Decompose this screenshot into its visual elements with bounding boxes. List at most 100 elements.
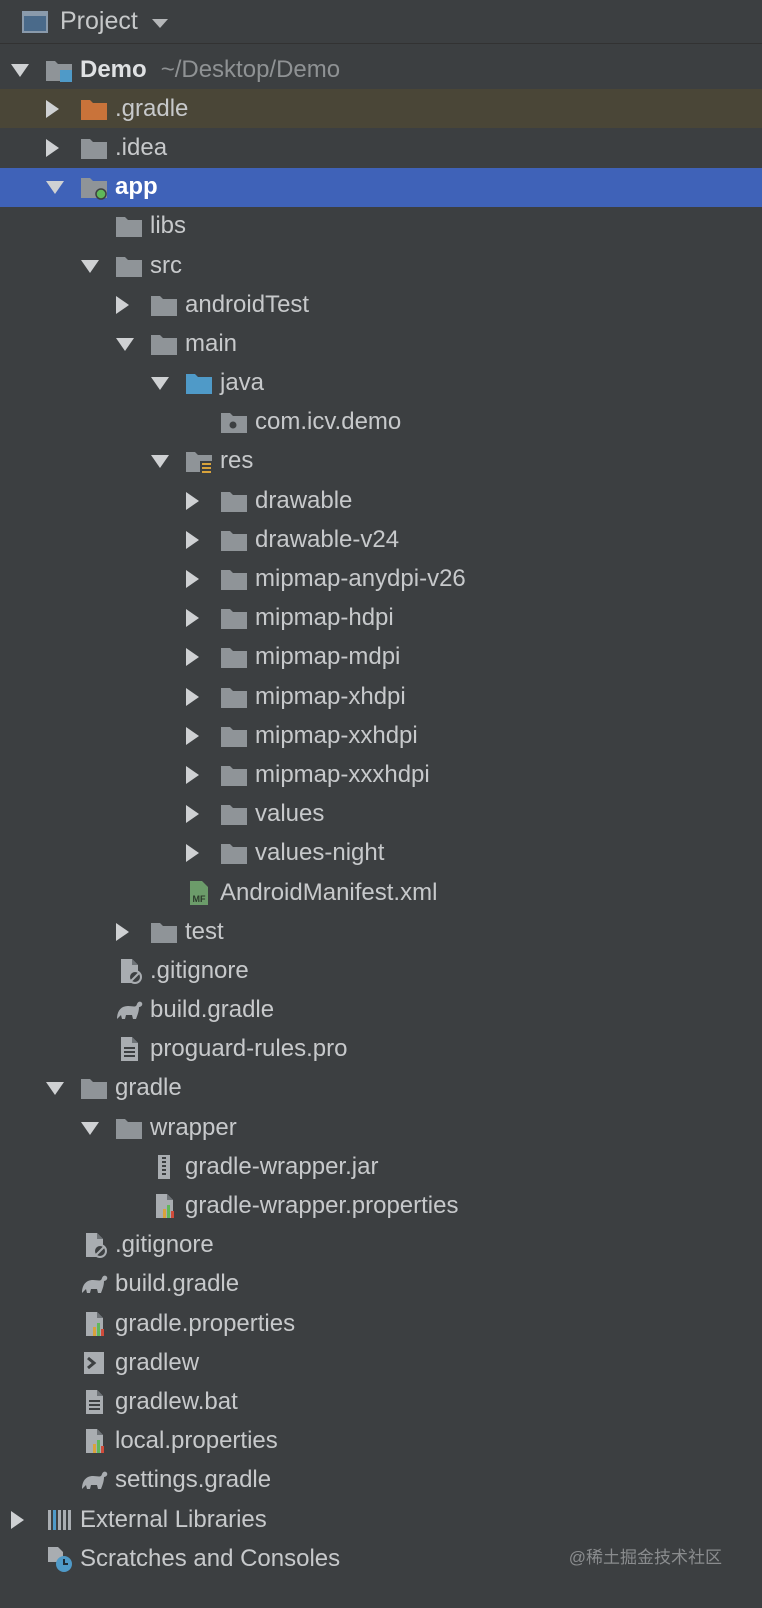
tree-node-main[interactable]: main xyxy=(0,324,762,363)
collapse-arrow-icon[interactable] xyxy=(151,377,169,391)
collapse-arrow-icon[interactable] xyxy=(46,181,64,195)
collapse-arrow-icon[interactable] xyxy=(81,1121,99,1135)
expand-arrow-icon[interactable] xyxy=(186,530,199,549)
tree-node-wrapper[interactable]: wrapper xyxy=(0,1108,762,1147)
expand-arrow-icon[interactable] xyxy=(186,648,199,667)
collapse-arrow-icon[interactable] xyxy=(46,1082,64,1096)
text-file-icon xyxy=(80,1389,108,1415)
tree-node-gradlew[interactable]: gradlew xyxy=(0,1343,762,1382)
tree-node-src[interactable]: src xyxy=(0,246,762,285)
tree-node-name: res xyxy=(220,447,254,475)
view-mode-dropdown-icon[interactable] xyxy=(151,19,168,28)
tree-node-label: java xyxy=(220,369,264,397)
expand-arrow-icon[interactable] xyxy=(186,609,199,628)
tree-node-drawable[interactable]: drawable xyxy=(0,481,762,520)
tree-node-root-build-gradle[interactable]: build.gradle xyxy=(0,1265,762,1304)
tree-node-name: .gitignore xyxy=(150,956,249,984)
tree-node-proguard-rules[interactable]: proguard-rules.pro xyxy=(0,1030,762,1069)
tree-node-drawable-v24[interactable]: drawable-v24 xyxy=(0,520,762,559)
tree-node-name: java xyxy=(220,369,265,397)
tree-node-label: External Libraries xyxy=(80,1506,267,1534)
watermark: @稀土掘金技术社区 xyxy=(568,1548,722,1567)
tree-node-app-gitignore[interactable]: .gitignore xyxy=(0,951,762,990)
expand-arrow-icon[interactable] xyxy=(46,99,59,118)
tree-node-name: mipmap-anydpi-v26 xyxy=(255,565,466,593)
tree-node-label: mipmap-xxhdpi xyxy=(255,722,418,750)
tree-node-label: build.gradle xyxy=(150,996,274,1024)
collapse-arrow-icon[interactable] xyxy=(151,455,169,469)
folder-icon xyxy=(115,253,143,279)
tree-node-mipmap-xhdpi[interactable]: mipmap-xhdpi xyxy=(0,677,762,716)
collapse-arrow-icon[interactable] xyxy=(11,63,29,77)
tree-node-name: mipmap-hdpi xyxy=(255,604,394,632)
collapse-arrow-icon[interactable] xyxy=(116,337,134,351)
tree-node-mipmap-mdpi[interactable]: mipmap-mdpi xyxy=(0,638,762,677)
tree-node-libs[interactable]: libs xyxy=(0,207,762,246)
text-file-icon xyxy=(115,1036,143,1062)
tree-node-gradle-wrapper-jar[interactable]: gradle-wrapper.jar xyxy=(0,1147,762,1186)
properties-file-icon xyxy=(80,1428,108,1454)
tree-node-root-gitignore[interactable]: .gitignore xyxy=(0,1226,762,1265)
tree-node-name: values xyxy=(255,800,325,828)
tree-node-name: gradlew.bat xyxy=(115,1387,238,1415)
tree-node-name: mipmap-xxxhdpi xyxy=(255,760,430,788)
tree-node-external-libraries[interactable]: External Libraries xyxy=(0,1500,762,1539)
tree-node-gradle-hidden[interactable]: .gradle xyxy=(0,89,762,129)
folder-icon xyxy=(80,1075,108,1101)
jar-file-icon xyxy=(150,1154,178,1180)
tree-node-gradle-properties[interactable]: gradle.properties xyxy=(0,1304,762,1343)
tree-node-com-icv-demo[interactable]: com.icv.demo xyxy=(0,403,762,442)
tree-node-name: mipmap-xxhdpi xyxy=(255,721,418,749)
tree-node-scratches[interactable]: Scratches and Consoles xyxy=(0,1539,762,1578)
svg-text:MF: MF xyxy=(193,894,206,904)
tree-node-name: External Libraries xyxy=(80,1505,267,1533)
tree-node-mipmap-xxxhdpi[interactable]: mipmap-xxxhdpi xyxy=(0,755,762,794)
expand-arrow-icon[interactable] xyxy=(186,570,199,589)
manifest-file-icon: MF xyxy=(185,880,213,906)
tree-node-res[interactable]: res xyxy=(0,442,762,481)
expand-arrow-icon[interactable] xyxy=(186,844,199,863)
tree-node-label: mipmap-xxxhdpi xyxy=(255,761,430,789)
tree-node-test[interactable]: test xyxy=(0,912,762,951)
tree-node-label: build.gradle xyxy=(115,1270,239,1298)
tree-node-demo[interactable]: Demo~/Desktop/Demo xyxy=(0,50,762,89)
tree-node-label: settings.gradle xyxy=(115,1466,271,1494)
tree-node-values[interactable]: values xyxy=(0,795,762,834)
folder-icon xyxy=(115,1115,143,1141)
tree-node-name: settings.gradle xyxy=(115,1466,272,1494)
expand-arrow-icon[interactable] xyxy=(186,726,199,745)
expand-arrow-icon[interactable] xyxy=(46,138,59,157)
tree-node-mipmap-anydpi-v26[interactable]: mipmap-anydpi-v26 xyxy=(0,559,762,598)
tree-node-local-properties[interactable]: local.properties xyxy=(0,1422,762,1461)
resource-folder-icon xyxy=(185,448,213,474)
tree-node-values-night[interactable]: values-night xyxy=(0,834,762,873)
expand-arrow-icon[interactable] xyxy=(186,765,199,784)
expand-arrow-icon[interactable] xyxy=(186,687,199,706)
tree-node-gradlew-bat[interactable]: gradlew.bat xyxy=(0,1382,762,1421)
tree-node-label: libs xyxy=(150,212,186,240)
tree-node-settings-gradle[interactable]: settings.gradle xyxy=(0,1461,762,1500)
gradle-file-icon xyxy=(80,1467,108,1493)
tree-node-java[interactable]: java xyxy=(0,364,762,403)
properties-file-icon xyxy=(150,1193,178,1219)
tree-node-gradle-dir[interactable]: gradle xyxy=(0,1069,762,1108)
tree-node-app-build-gradle[interactable]: build.gradle xyxy=(0,991,762,1030)
project-view-header[interactable]: Project xyxy=(0,0,762,44)
tree-node-idea[interactable]: .idea xyxy=(0,128,762,167)
expand-arrow-icon[interactable] xyxy=(116,922,129,941)
collapse-arrow-icon[interactable] xyxy=(81,259,99,273)
tree-node-label: mipmap-hdpi xyxy=(255,604,394,632)
tree-node-label: mipmap-mdpi xyxy=(255,643,400,671)
expand-arrow-icon[interactable] xyxy=(186,491,199,510)
expand-arrow-icon[interactable] xyxy=(186,805,199,824)
tree-node-mipmap-xxhdpi[interactable]: mipmap-xxhdpi xyxy=(0,716,762,755)
folder-icon xyxy=(80,135,108,161)
tree-node-mipmap-hdpi[interactable]: mipmap-hdpi xyxy=(0,599,762,638)
expand-arrow-icon[interactable] xyxy=(11,1510,24,1529)
tree-node-gradle-wrapper-properties[interactable]: gradle-wrapper.properties xyxy=(0,1186,762,1225)
expand-arrow-icon[interactable] xyxy=(116,295,129,314)
tree-node-androidTest[interactable]: androidTest xyxy=(0,285,762,324)
project-view-title[interactable]: Project xyxy=(60,7,138,35)
tree-node-app[interactable]: app xyxy=(0,167,762,207)
